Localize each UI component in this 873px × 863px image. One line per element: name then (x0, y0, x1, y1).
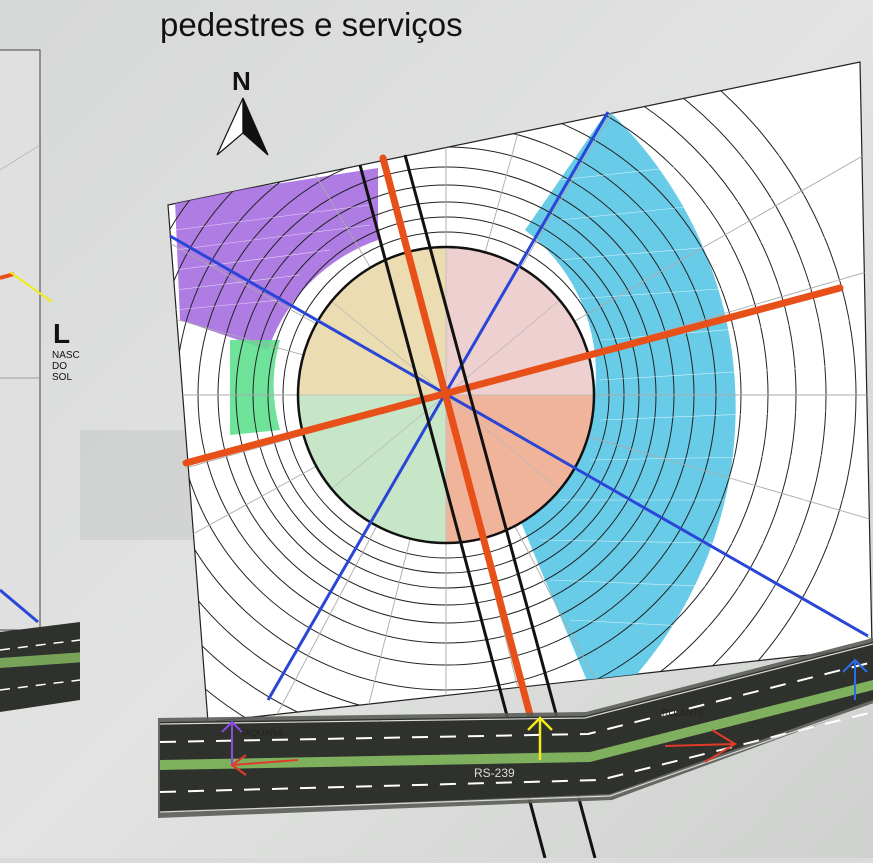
north-arrow-icon (216, 97, 269, 156)
sunrise-line: SOL (52, 372, 73, 383)
left-panel (0, 49, 81, 712)
sunrise-line: DO (52, 361, 67, 372)
arrow-red-right (664, 743, 736, 747)
purple-zone (175, 168, 378, 350)
central-circle (296, 245, 596, 545)
road-arrows (221, 658, 868, 776)
zone-hatching (174, 149, 851, 631)
axis-orange-north-south (379, 154, 534, 719)
arrow-red-left (231, 759, 299, 766)
left-axis-orange (0, 272, 15, 280)
road-destination-left: TAQUARA (240, 728, 283, 738)
north-label: N (232, 66, 251, 96)
left-road (0, 622, 80, 712)
axis-orange-east-west (182, 284, 844, 467)
page-title: pedestres e serviços (160, 6, 463, 43)
left-axis-yellow (9, 271, 53, 303)
green-zone (230, 340, 280, 435)
road-destination-right: ROLANTE (662, 708, 705, 718)
axis-blue-ne-sw (266, 111, 610, 701)
axis-blue-nw-se (169, 234, 869, 638)
road-name: RS-239 (474, 766, 515, 780)
east-label: L (53, 318, 71, 349)
sunrise-label: NASC DO SOL (52, 350, 92, 383)
sunrise-line: NASC (52, 350, 80, 361)
central-circle-quadrants (298, 247, 594, 543)
left-axis-blue (0, 588, 39, 624)
